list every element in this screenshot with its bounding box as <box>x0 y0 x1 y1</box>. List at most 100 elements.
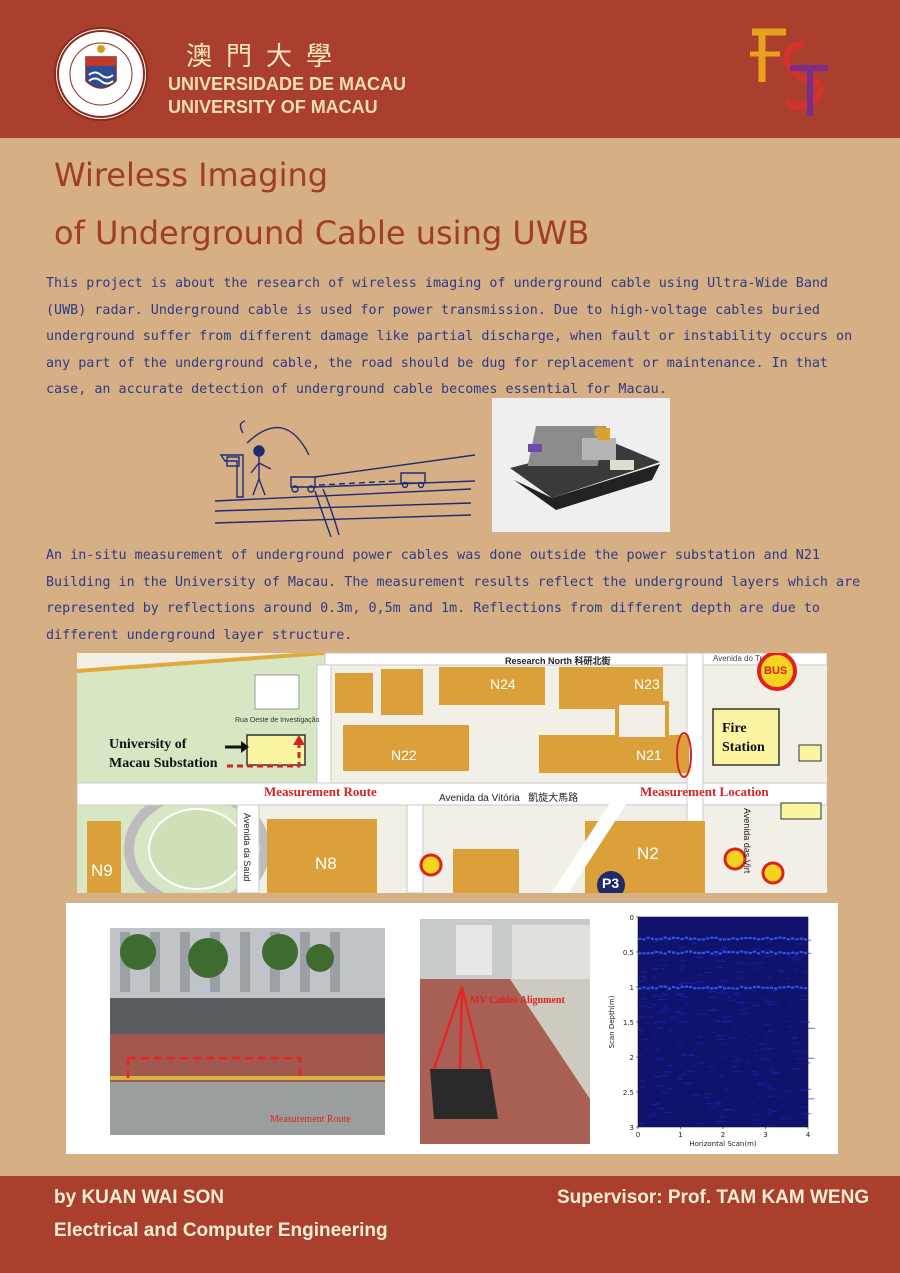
radar-robot-photo <box>492 398 670 532</box>
reflection-band-3 <box>706 986 710 989</box>
heatmap-noise <box>807 939 811 941</box>
reflection-band-3 <box>744 986 748 990</box>
heatmap-noise <box>788 1026 793 1028</box>
heatmap-noise <box>736 1001 745 1003</box>
heatmap-noise <box>708 1031 716 1033</box>
reflection-band-1 <box>774 937 778 940</box>
heatmap-noise <box>801 1052 807 1054</box>
reflection-band-2 <box>659 951 663 954</box>
x-tick-label: 0 <box>636 1131 640 1139</box>
heatmap-noise <box>722 1020 731 1022</box>
heatmap-noise <box>771 1125 776 1127</box>
heatmap-noise <box>656 1027 663 1030</box>
heatmap-noise <box>695 956 703 959</box>
heatmap-noise <box>740 1013 749 1015</box>
heatmap-noise <box>681 1053 688 1056</box>
heatmap-noise <box>658 1107 666 1110</box>
reflection-band-2 <box>701 951 705 954</box>
reflection-band-1 <box>744 936 748 940</box>
heatmap-noise <box>708 1009 717 1012</box>
heatmap-noise <box>640 1086 647 1088</box>
heatmap-noise <box>750 1030 754 1032</box>
heatmap-noise <box>704 971 712 974</box>
heatmap-noise <box>800 998 807 1000</box>
map-street-left-small: Rua Oeste de Investigação <box>235 717 320 724</box>
reflection-band-1 <box>689 937 693 941</box>
intro-paragraph: This project is about the research of wi… <box>46 276 853 397</box>
heatmap-noise <box>698 1013 706 1015</box>
heatmap-noise <box>712 953 722 956</box>
map-building-n8: N8 <box>315 854 337 873</box>
heatmap-noise <box>757 1123 762 1125</box>
poster-title-line1: Wireless Imaging <box>54 156 329 194</box>
heatmap-noise <box>761 1048 770 1050</box>
heatmap-noise <box>803 952 812 954</box>
heatmap-noise <box>695 1042 702 1044</box>
heatmap-noise <box>639 1016 646 1018</box>
reflection-band-3 <box>684 985 688 988</box>
heatmap-noise <box>647 985 654 987</box>
reflection-band-3 <box>757 985 761 988</box>
reflection-band-3 <box>799 986 803 989</box>
reflection-band-1 <box>757 938 761 941</box>
heatmap-noise <box>674 1011 682 1013</box>
heatmap-noise <box>799 1050 804 1052</box>
heatmap-noise <box>677 1077 683 1079</box>
heatmap-noise <box>734 971 743 974</box>
reflection-band-3 <box>765 986 769 989</box>
heatmap-noise <box>679 960 685 962</box>
reflection-band-2 <box>680 951 684 955</box>
reflection-band-3 <box>710 987 714 990</box>
reflection-band-3 <box>748 986 752 990</box>
heatmap-noise <box>721 946 727 949</box>
heatmap-noise <box>745 1007 750 1009</box>
reflection-band-1 <box>706 937 710 940</box>
reflection-band-1 <box>723 938 727 941</box>
heatmap-noise <box>705 1096 709 1098</box>
author-department: Electrical and Computer Engineering <box>54 1220 388 1241</box>
heatmap-noise <box>766 1112 772 1114</box>
reflection-band-2 <box>774 952 778 955</box>
heatmap-noise <box>753 969 758 971</box>
heatmap-noise <box>653 994 659 997</box>
heatmap-noise <box>675 1011 680 1013</box>
heatmap-noise <box>768 1030 773 1032</box>
reflection-band-2 <box>769 950 773 954</box>
heatmap-noise <box>791 1042 798 1044</box>
heatmap-noise <box>653 1035 658 1037</box>
heatmap-noise <box>690 1053 695 1056</box>
heatmap-noise <box>798 1089 805 1091</box>
reflection-band-3 <box>672 985 676 989</box>
reflection-band-2 <box>723 950 727 953</box>
heatmap-noise <box>638 1054 643 1056</box>
heatmap-noise <box>646 1007 653 1009</box>
heatmap-noise <box>697 1036 702 1038</box>
heatmap-noise <box>722 1021 729 1023</box>
heatmap-noise <box>717 1020 724 1022</box>
y-tick-label: 1.5 <box>623 1019 634 1027</box>
reflection-band-2 <box>761 950 765 953</box>
heatmap-noise <box>750 1102 755 1104</box>
heatmap-noise <box>677 983 684 986</box>
reflection-band-2 <box>778 951 782 954</box>
heatmap-noise <box>770 1068 775 1070</box>
heatmap-noise <box>791 956 797 959</box>
heatmap-noise <box>717 984 725 986</box>
heatmap-noise <box>794 955 799 957</box>
heatmap-noise <box>640 1087 644 1089</box>
heatmap-noise <box>753 1071 757 1073</box>
heatmap-noise <box>680 965 687 967</box>
heatmap-noise <box>734 977 742 980</box>
heatmap-noise <box>686 937 692 939</box>
heatmap-noise <box>660 998 667 1001</box>
fst-logo <box>746 24 830 118</box>
heatmap-noise <box>802 1088 811 1090</box>
university-name-pt: UNIVERSIDADE DE MACAU <box>168 74 407 94</box>
university-name-en: UNIVERSITY OF MACAU <box>168 97 378 117</box>
map-building-n21: N21 <box>636 747 662 763</box>
heatmap-noise <box>696 981 705 983</box>
heatmap-noise <box>723 1057 728 1059</box>
heatmap-noise <box>676 994 683 996</box>
heatmap-noise <box>666 1088 674 1090</box>
reflection-band-1 <box>714 936 718 939</box>
